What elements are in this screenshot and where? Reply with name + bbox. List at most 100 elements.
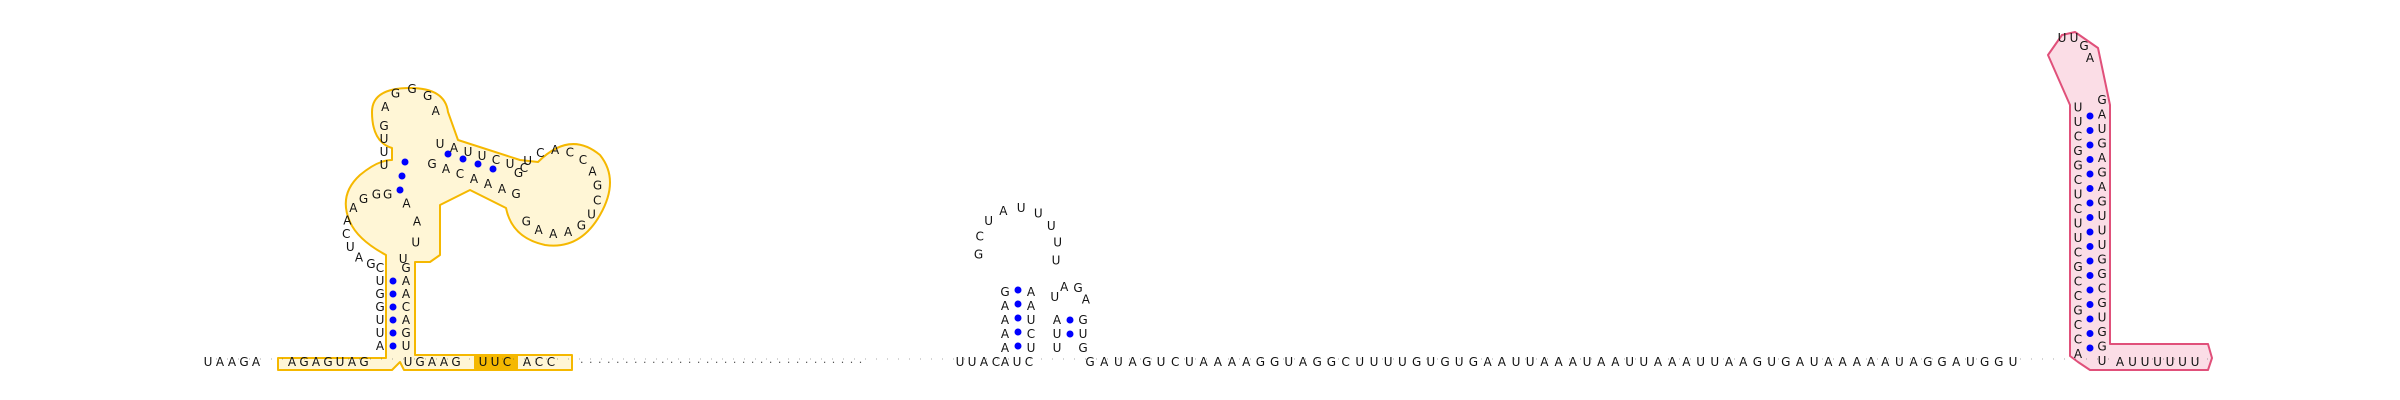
base-pair-dot — [2086, 127, 2094, 134]
middle-loop-nt: U — [1017, 201, 1026, 215]
linker-nt: A — [1881, 355, 1890, 369]
linker-nt: A — [1867, 355, 1876, 369]
small-stem-left-nt: U — [1053, 341, 1062, 355]
domain2-stem-left-nt: U — [2074, 188, 2083, 202]
domain1-stem-right-nt: A — [402, 274, 411, 288]
domain2-stem-right-nt: U — [2098, 354, 2107, 368]
linker-nt: A — [1611, 355, 1620, 369]
baseline-5prime-nt: A — [216, 355, 225, 369]
domain2-stem-right-nt: U — [2098, 224, 2107, 238]
linker-nt: G — [1270, 355, 1279, 369]
linker-nt: G — [1256, 355, 1265, 369]
small-loop-nt: A — [1082, 292, 1091, 306]
baseline-5prime-nt: A — [228, 355, 237, 369]
linker-nt: U — [1583, 355, 1592, 369]
base-pair-dot — [389, 329, 397, 337]
middle-loop-nt: U — [1047, 219, 1056, 233]
linker-nt: U — [2009, 355, 2018, 369]
domain2-stem-left-nt: G — [2073, 260, 2082, 274]
linker-nt: U — [1398, 355, 1407, 369]
linker-nt: A — [1100, 355, 1109, 369]
linker-nt: G — [1994, 355, 2003, 369]
domain2-stem-left-nt: C — [2074, 246, 2082, 260]
hairpin2-loop-nt: C — [579, 153, 587, 167]
highlight-nt: U — [491, 355, 500, 369]
base-pair-dot — [389, 277, 397, 285]
hairpin-stem-left-nt: G — [379, 119, 388, 133]
hairpin-loop-nt: G — [423, 89, 432, 103]
small-stem-left-nt: U — [1053, 327, 1062, 341]
small-loop-nt: U — [1050, 290, 1059, 304]
baseline-5prime-nt: A — [252, 355, 261, 369]
domain1-stem-left-nt: U — [376, 326, 385, 340]
linker-nt: A — [1483, 355, 1492, 369]
linker-nt: A — [1242, 355, 1251, 369]
linker-nt: U — [1355, 355, 1364, 369]
linker-nt: A — [1597, 355, 1606, 369]
domain1-5prime-nt: A — [288, 355, 297, 369]
linker-nt: U — [1526, 355, 1535, 369]
linker-nt: U — [1966, 355, 1975, 369]
arm-nt: C — [520, 161, 528, 175]
middle-5prime-nt: A — [980, 355, 989, 369]
middle-stem-right-nt: A — [1027, 299, 1036, 313]
internal-loop-nt: G — [366, 257, 375, 271]
middle-loop-nt: A — [999, 204, 1008, 218]
middle-5prime-nt: C — [992, 355, 1000, 369]
internal-loop-nt: G — [359, 192, 368, 206]
hairpin-loop-nt: G — [407, 82, 416, 96]
domain1-stem-left-nt: G — [375, 287, 384, 301]
linker-nt: G — [1980, 355, 1989, 369]
linker-nt: A — [1569, 355, 1578, 369]
small-stem-right-nt: G — [1078, 313, 1087, 327]
middle-loop-nt: U — [1053, 236, 1062, 250]
domain1-3prime-nt: A — [440, 355, 449, 369]
domain2-stem-right-nt: G — [2097, 93, 2106, 107]
linker-nt: A — [1668, 355, 1677, 369]
domain2-stem-right-nt: U — [2098, 122, 2107, 136]
domain1-tail-nt: C — [547, 355, 555, 369]
hairpin2-loop-nt: A — [535, 223, 544, 237]
hairpin2-loop-nt: G — [577, 218, 586, 232]
linker-nt: A — [1796, 355, 1805, 369]
arm-return-nt: G — [511, 187, 520, 201]
middle-stem-right-nt: C — [1027, 327, 1035, 341]
hairpin-stem-left-nt: U — [380, 145, 389, 159]
domain1-3prime-nt: G — [415, 355, 424, 369]
base-pair-dot — [2086, 330, 2094, 337]
base-pair-dot — [444, 150, 452, 158]
domain2-stem-left-nt: C — [2074, 202, 2082, 216]
middle-5prime-nt: U — [956, 355, 965, 369]
unpaired-dots: · · · · · · · · · · · · · · · · · · · · … — [580, 356, 863, 369]
base-pair-dot — [1014, 342, 1022, 350]
base-pair-dot — [2086, 243, 2094, 250]
base-pair-dot — [398, 172, 406, 180]
domain2-stem-left-nt: G — [2073, 304, 2082, 318]
internal-loop-nt: C — [342, 227, 350, 241]
arm-return-nt: G — [427, 157, 436, 171]
domain2-stem-right-nt: U — [2098, 311, 2107, 325]
base-pair-dot — [2086, 344, 2094, 352]
middle-stem-left-nt: G — [1000, 285, 1009, 299]
base-pair-dot — [396, 186, 404, 194]
internal-loop-nt: U — [346, 240, 355, 254]
domain2-stem-left-nt: G — [2073, 159, 2082, 173]
domain1-tail-nt: C — [535, 355, 543, 369]
domain2-loop-nt: U — [2070, 31, 2079, 45]
arm-nt: A — [450, 141, 459, 155]
base-pair-dot — [389, 316, 397, 324]
domain1-5prime-nt: A — [348, 355, 357, 369]
domain1-stem-right-nt: G — [401, 261, 410, 275]
middle-loop-nt: U — [984, 214, 993, 228]
arm-nt: U — [478, 149, 487, 163]
arm-nt: U — [464, 145, 473, 159]
domain2-loop-nt: U — [2058, 31, 2067, 45]
linker-nt: G — [1327, 355, 1336, 369]
linker-nt: U — [1810, 355, 1819, 369]
middle-stem-right-nt: U — [1027, 313, 1036, 327]
linker-nt: A — [1214, 355, 1223, 369]
linker-nt: U — [1284, 355, 1293, 369]
base-pair-dot — [1066, 330, 1074, 338]
linker-nt: G — [1313, 355, 1322, 369]
